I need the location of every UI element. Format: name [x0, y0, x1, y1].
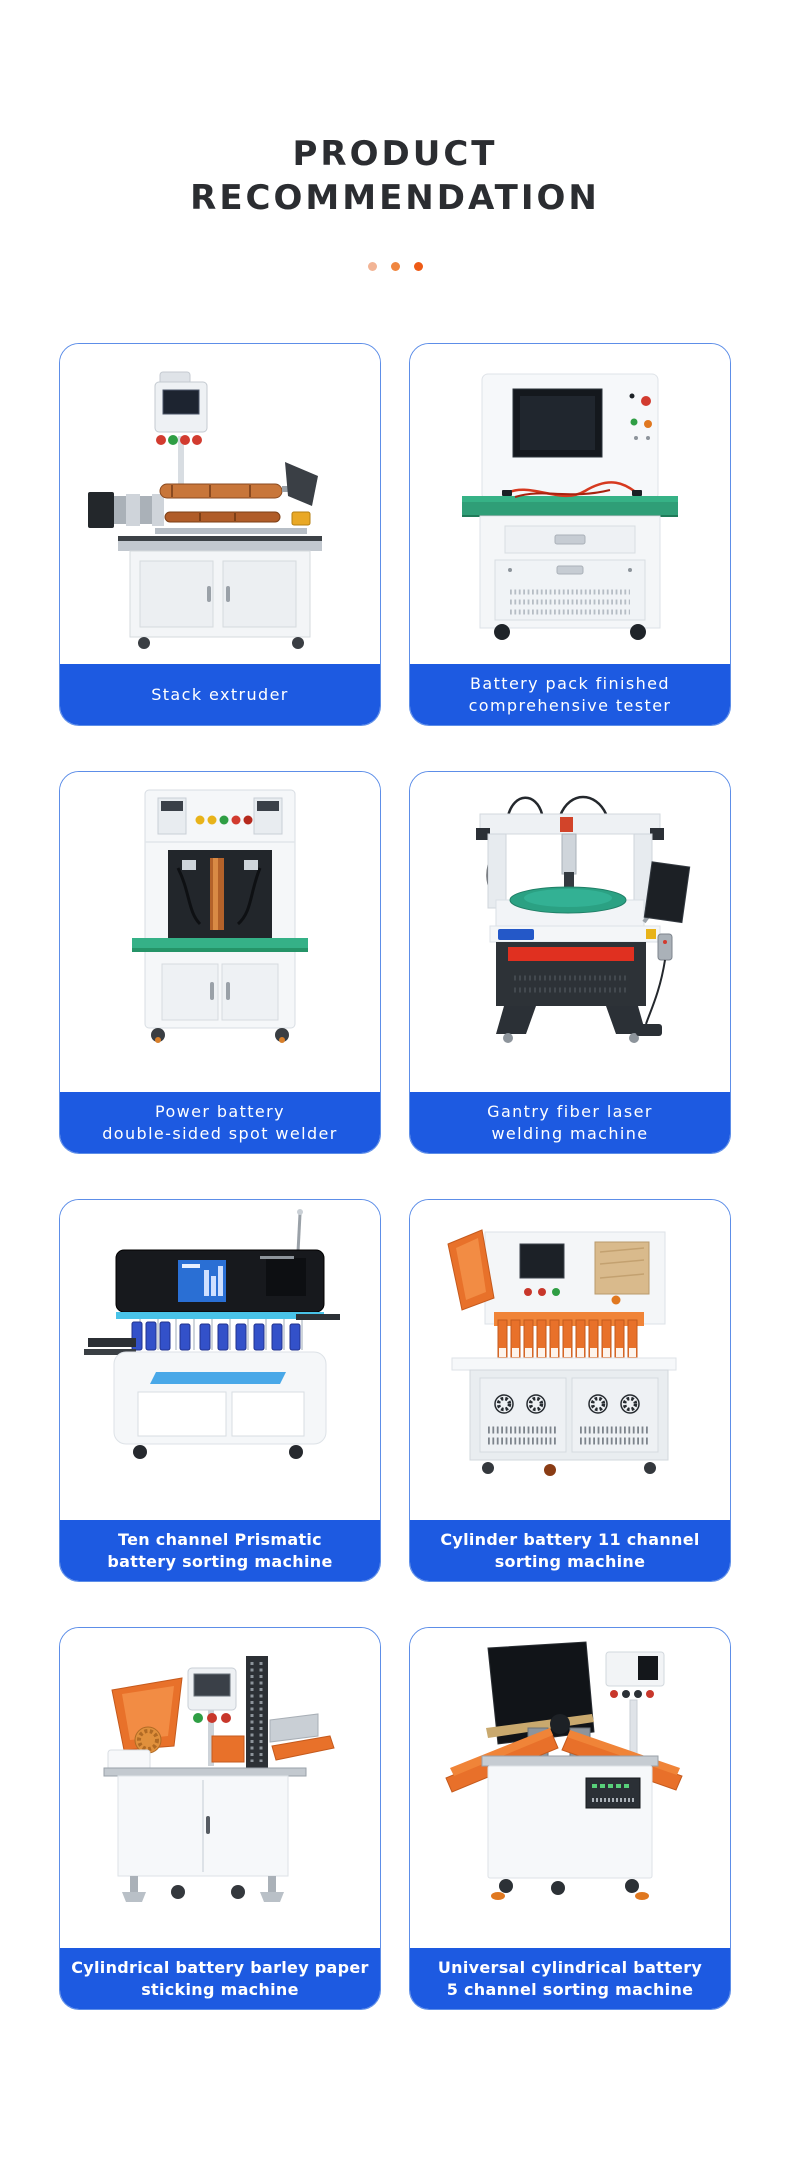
- page-header: PRODUCT RECOMMENDATION: [0, 0, 790, 271]
- product-name-line: double-sided spot welder: [102, 1123, 338, 1143]
- product-label-bar: Stack extruder: [60, 664, 380, 725]
- gantry-laser-image: [410, 772, 730, 1092]
- product-card-prismatic-sorter[interactable]: Ten channel Prismatic battery sorting ma…: [59, 1199, 381, 1582]
- product-label-bar: Cylinder battery 11 channel sorting mach…: [410, 1520, 730, 1581]
- product-name-line: Cylinder battery 11 channel: [440, 1530, 700, 1549]
- prismatic-sorter-image: [60, 1200, 380, 1520]
- decor-dot-dark: [413, 262, 423, 271]
- product-card-universal-5ch-sorter[interactable]: Universal cylindrical battery 5 channel …: [409, 1627, 731, 2010]
- page-title-line2: RECOMMENDATION: [190, 178, 600, 218]
- product-card-spot-welder[interactable]: Power battery double-sided spot welder: [59, 771, 381, 1154]
- product-name-line: Universal cylindrical battery: [437, 1958, 703, 1977]
- product-name-line: Ten channel Prismatic: [118, 1530, 322, 1549]
- decor-dot-light: [367, 262, 377, 271]
- product-name-line: sorting machine: [494, 1551, 646, 1571]
- product-name-line: Gantry fiber laser: [487, 1102, 653, 1121]
- cylinder-11ch-sorter-image: [410, 1200, 730, 1520]
- product-label-bar: Cylindrical battery barley paper stickin…: [60, 1948, 380, 2009]
- product-name-line: Cylindrical battery barley paper: [71, 1958, 369, 1977]
- product-label-bar: Battery pack finished comprehensive test…: [410, 664, 730, 725]
- product-card-battery-pack-tester[interactable]: Battery pack finished comprehensive test…: [409, 343, 731, 726]
- product-card-cylinder-11ch-sorter[interactable]: Cylinder battery 11 channel sorting mach…: [409, 1199, 731, 1582]
- spot-welder-image: [60, 772, 380, 1092]
- page-title: PRODUCT RECOMMENDATION: [0, 132, 790, 220]
- product-name-line: welding machine: [491, 1123, 649, 1143]
- product-label-bar: Gantry fiber laser welding machine: [410, 1092, 730, 1153]
- product-name-line: battery sorting machine: [107, 1551, 333, 1571]
- product-label-bar: Ten channel Prismatic battery sorting ma…: [60, 1520, 380, 1581]
- product-card-barley-paper-machine[interactable]: Cylindrical battery barley paper stickin…: [59, 1627, 381, 2010]
- product-name-line: comprehensive tester: [468, 695, 672, 715]
- product-label-bar: Universal cylindrical battery 5 channel …: [410, 1948, 730, 2009]
- product-name-line: sticking machine: [141, 1979, 299, 1999]
- universal-5ch-sorter-image: [410, 1628, 730, 1948]
- product-name-line: 5 channel sorting machine: [446, 1979, 694, 1999]
- page-title-line1: PRODUCT: [292, 134, 498, 174]
- battery-pack-tester-image: [410, 344, 730, 664]
- decor-dot-medium: [390, 262, 400, 271]
- stack-extruder-image: [60, 344, 380, 664]
- product-label-bar: Power battery double-sided spot welder: [60, 1092, 380, 1153]
- product-card-stack-extruder[interactable]: Stack extruder: [59, 343, 381, 726]
- product-name-line: Power battery: [154, 1102, 286, 1121]
- product-name-line: Battery pack finished: [470, 674, 670, 693]
- decor-dots: [0, 262, 790, 271]
- product-grid: Stack extruder: [59, 343, 731, 2010]
- barley-paper-machine-image: [60, 1628, 380, 1948]
- product-card-gantry-laser[interactable]: Gantry fiber laser welding machine: [409, 771, 731, 1154]
- product-name-line: Stack extruder: [151, 684, 289, 704]
